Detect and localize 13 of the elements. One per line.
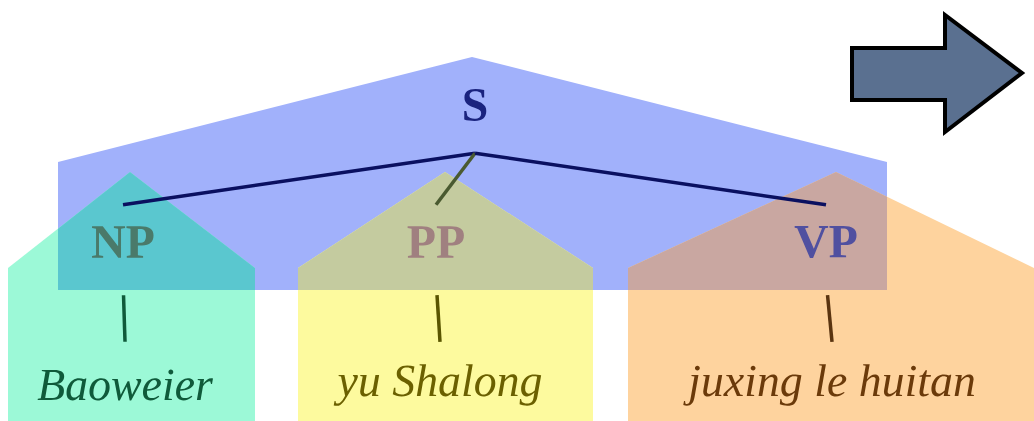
tree-line xyxy=(474,151,827,207)
word-label: Baoweier xyxy=(37,369,213,401)
word-label: juxing le huitan xyxy=(683,364,974,406)
word-label: yu Shalong xyxy=(333,364,542,406)
tree-line xyxy=(435,295,442,342)
tree-line xyxy=(434,152,477,206)
tree-label: VP xyxy=(794,226,857,258)
tree-line xyxy=(825,294,834,342)
tree-label: PP xyxy=(407,226,464,258)
tree-line xyxy=(121,295,127,342)
tree-label: S xyxy=(464,88,487,122)
tree-line xyxy=(122,151,476,207)
tree-label: NP xyxy=(92,226,154,258)
